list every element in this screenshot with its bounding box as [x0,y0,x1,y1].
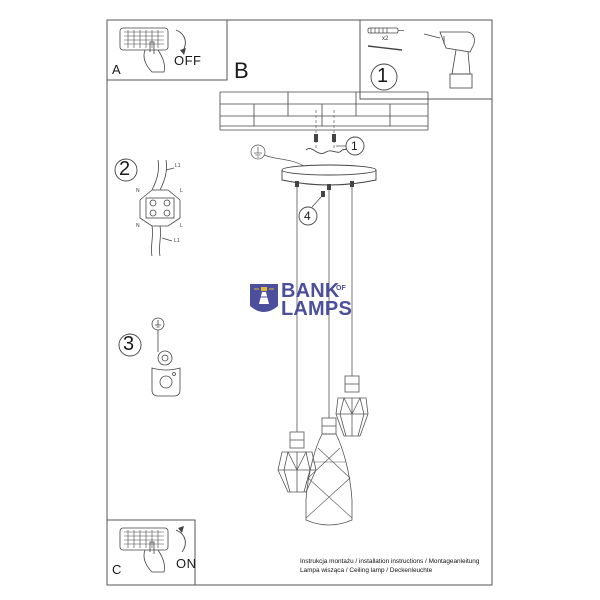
callout-4-number: 4 [304,209,311,223]
outer-frame [106,19,493,586]
drill-icon [423,31,475,89]
switch-off-illustration [119,27,186,73]
wire-label-l-top: L [180,188,183,194]
logo-of-text: OF [336,285,346,292]
mounting-hardware-illustration [367,27,404,51]
bottle-shade-middle [305,417,353,526]
terminal-block-diagram [139,159,181,257]
cage-shade-left [277,431,317,493]
pendant-cables [296,187,353,432]
ceiling-illustration [219,91,429,148]
switch-on-illustration [119,526,186,573]
caption-line-2: Lampa wisząca / Ceiling lamp / Deckenleu… [300,567,433,574]
logo-lighthouse-icon [250,284,278,312]
wire-label-n-bottom: N [136,223,140,229]
caption-line-1: Instrukcja montażu / installation instru… [300,558,480,565]
wire-label-l1-top: L1 [175,163,181,169]
cage-shade-right [335,375,369,437]
panel-b-letter: B [234,58,249,83]
cable-glands [295,181,354,190]
mounting-bracket-icon [305,147,353,154]
panel-a-off-label: OFF [174,53,202,68]
wire-label-n-top: N [136,188,140,194]
step-1-box [359,19,493,100]
step-3-number: 3 [123,333,135,355]
quantity-note: x2 [382,36,389,42]
callout-1-number: 1 [351,139,358,153]
panel-c-on-label: ON [176,556,197,571]
screw-icons [314,134,336,142]
step-2-number: 2 [119,158,131,180]
ground-icon [250,144,305,167]
step-1-number: 1 [377,65,389,87]
ground-screw-icon [321,191,325,197]
wire-label-l-bottom: L [180,223,183,229]
panel-c-box [106,519,196,586]
panel-c-letter: C [112,562,122,577]
logo-lamps-text: LAMPS [281,298,352,320]
panel-a-box [106,19,228,81]
callout-circles [114,63,398,357]
logo-bank-text: BANK [281,280,340,302]
panel-a-letter: A [112,62,121,77]
ground-connection-diagram [151,317,181,397]
callout-leaders [311,145,346,208]
wire-label-l1-bottom: L1 [174,238,180,244]
